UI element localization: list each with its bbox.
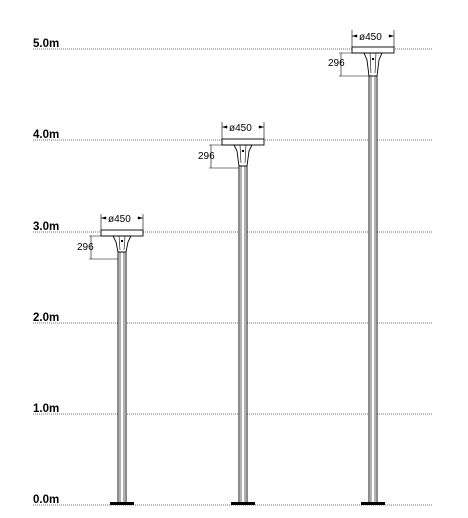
- lamp-bracket: [233, 144, 253, 167]
- level-label-5m: 5.0m: [33, 38, 59, 50]
- diameter-label: ø450: [108, 214, 131, 225]
- lamp-head: [351, 46, 395, 54]
- level-label-2m: 2.0m: [33, 312, 59, 324]
- level-label-3m: 3.0m: [33, 221, 59, 233]
- label-bg: [358, 30, 388, 41]
- height-label: 296: [198, 151, 215, 162]
- label-bg: [107, 212, 137, 223]
- pole-3m: ø450 296: [77, 212, 144, 505]
- lamp-bracket: [363, 52, 383, 77]
- diameter-label: ø450: [359, 32, 382, 43]
- pole-shaft: [117, 251, 127, 504]
- pole-shaft: [238, 165, 248, 504]
- bracket-detail: [118, 235, 121, 251]
- level-label-4m: 4.0m: [33, 129, 59, 141]
- base-plate: [361, 502, 385, 505]
- lamp-bracket: [112, 235, 132, 253]
- diameter-label: ø450: [229, 123, 252, 134]
- bracket-marker: [372, 58, 374, 60]
- pole-4m: ø450 296: [198, 121, 265, 505]
- base-plate: [110, 502, 134, 505]
- diameter-arrow-left: [101, 216, 106, 220]
- level-label-1m: 1.0m: [33, 403, 59, 415]
- level-5m: 5.0m: [33, 38, 433, 50]
- diameter-arrow-left: [222, 125, 227, 129]
- level-grid: 5.0m 4.0m 3.0m 2.0m 1.0m 0.0m: [33, 38, 433, 506]
- pole-shaft: [368, 75, 378, 504]
- lamp-head: [221, 138, 265, 146]
- lamp-head: [100, 229, 144, 237]
- bracket-detail: [369, 52, 372, 74]
- diameter-arrow-right: [389, 34, 394, 38]
- bracket-detail: [244, 144, 247, 164]
- bracket-marker: [121, 240, 123, 242]
- level-label-0m: 0.0m: [33, 494, 59, 506]
- height-label: 296: [77, 242, 94, 253]
- bracket-detail: [239, 144, 242, 164]
- bracket-detail: [123, 235, 126, 251]
- diameter-arrow-right: [259, 125, 264, 129]
- diameter-arrow-right: [138, 216, 143, 220]
- base-plate: [231, 502, 255, 505]
- label-bg: [228, 121, 258, 132]
- level-2m: 2.0m: [33, 312, 433, 324]
- pole-5m: ø450 296: [328, 30, 395, 505]
- height-label: 296: [328, 58, 345, 69]
- bracket-marker: [242, 150, 244, 152]
- diameter-arrow-left: [352, 34, 357, 38]
- level-3m: 3.0m: [33, 221, 433, 233]
- level-1m: 1.0m: [33, 403, 433, 415]
- bracket-detail: [374, 52, 377, 74]
